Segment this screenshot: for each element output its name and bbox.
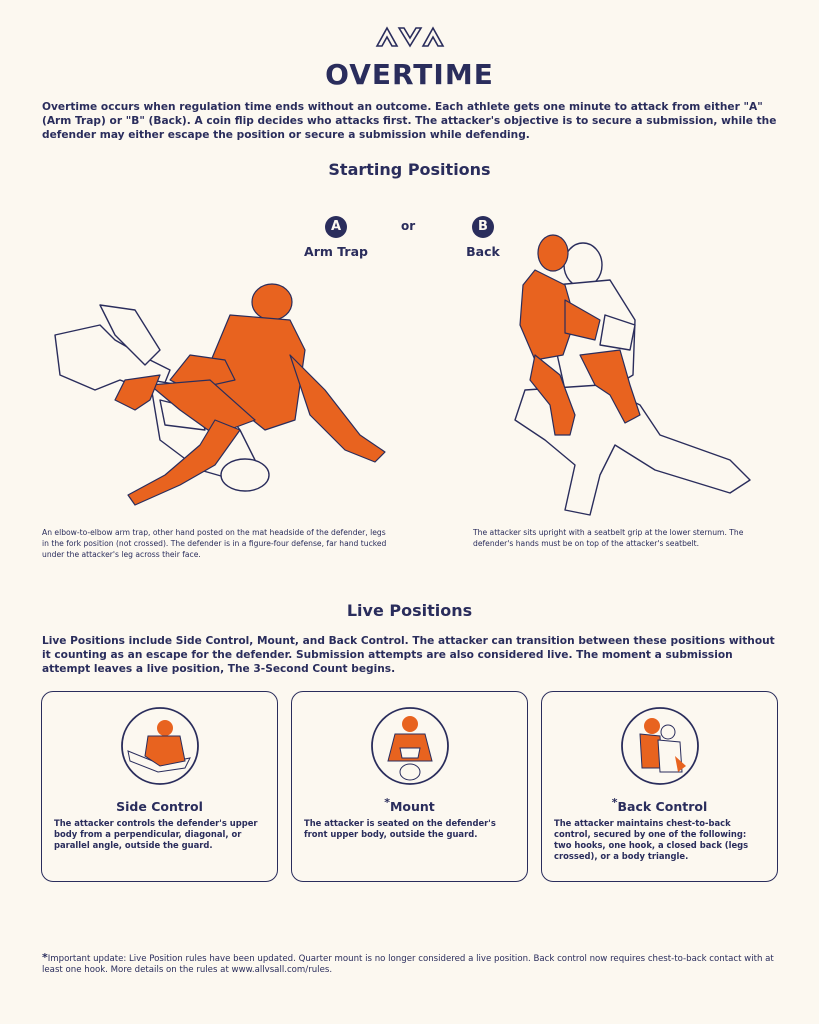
back-control-title: Back Control [617, 799, 708, 815]
side-control-title: Side Control [116, 799, 203, 815]
option-b-label: Back [466, 244, 500, 259]
arm-trap-illustration [54, 283, 386, 506]
starting-positions-heading: Starting Positions [328, 160, 491, 179]
mount-text: The attacker is seated on the defender's… [304, 818, 496, 839]
side-control-card: Side Control The attacker controls the d… [41, 691, 278, 882]
option-a-label: Arm Trap [304, 244, 368, 259]
footnote: *Important update: Live Position rules h… [42, 952, 787, 976]
mount-title: Mount [389, 799, 435, 815]
option-b-caption: The attacker sits upright with a seatbel… [473, 528, 744, 548]
or-label: or [401, 219, 416, 233]
badge-b: B [472, 216, 494, 238]
back-control-icon [620, 707, 699, 785]
back-control-text: The attacker maintains chest-to-back con… [554, 818, 749, 861]
live-positions-heading: Live Positions [346, 601, 473, 620]
back-control-card: *Back Control The attacker maintains che… [541, 691, 778, 882]
side-control-icon [120, 707, 199, 785]
side-control-text: The attacker controls the defender's upp… [54, 818, 258, 850]
back-illustration [514, 234, 751, 516]
page-title: OVERTIME [325, 58, 494, 91]
footnote-marker: * [42, 951, 48, 964]
intro-text: Overtime occurs when regulation time end… [42, 101, 777, 141]
ava-logo [375, 26, 445, 48]
mount-card: *Mount The attacker is seated on the def… [291, 691, 528, 882]
mount-icon [370, 707, 449, 785]
badge-a: A [325, 216, 347, 238]
live-positions-intro: Live Positions include Side Control, Mou… [42, 635, 775, 675]
option-a-caption: An elbow-to-elbow arm trap, other hand p… [42, 528, 387, 559]
footnote-text: Important update: Live Position rules ha… [42, 954, 774, 975]
